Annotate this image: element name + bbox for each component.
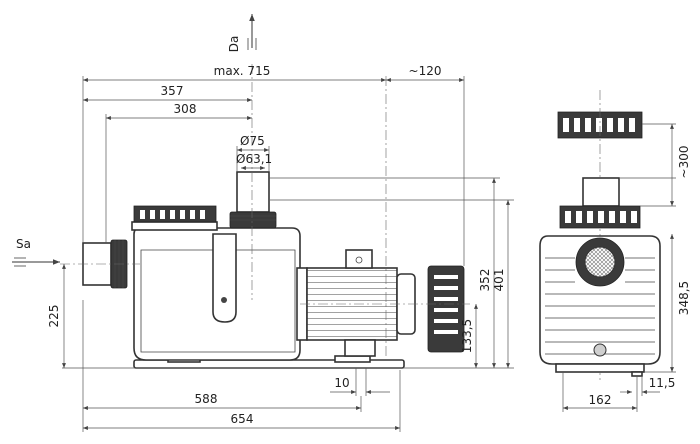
dim-foot-width: 10 [334, 376, 349, 390]
dim-suction-height: 225 [47, 305, 61, 328]
pump-front-view: Da Sa [12, 14, 470, 369]
dim-357: 357 [161, 84, 184, 98]
terminal-box [345, 249, 373, 269]
dim-base-length: 654 [231, 412, 254, 426]
dim-motor-axis-height: 133,5 [460, 319, 474, 353]
pump-side-view [539, 90, 661, 380]
side-housing [539, 235, 661, 365]
side-dimensions: ~300 348,5 162 11,5 [562, 123, 691, 412]
dim-side-foot-slot: 11,5 [649, 376, 676, 390]
dim-side-foot-width: 162 [589, 393, 612, 407]
dim-mount-hole-spacing: 588 [195, 392, 218, 406]
side-base [555, 363, 645, 373]
suction-label: Sa [16, 237, 31, 251]
dim-outlet-outer: Ø75 [240, 134, 265, 148]
front-dimensions: max. 715 ~120 357 308 Ø75 Ø63,1 225 133,… [47, 64, 514, 432]
dim-total-height: 401 [492, 269, 506, 292]
strainer-recess [212, 233, 237, 323]
side-inlet-strainer [584, 246, 616, 278]
discharge-pipe [236, 171, 270, 213]
dim-motor-overhang: ~120 [409, 64, 442, 78]
dim-lid-clearance: ~300 [677, 146, 691, 179]
dim-outlet-inner: Ø63,1 [236, 152, 272, 166]
side-drain-plug [593, 343, 607, 357]
dim-side-height: 348,5 [677, 281, 691, 315]
drain-screw [221, 297, 227, 303]
dim-max-length: max. 715 [214, 64, 271, 78]
base-foot-right [334, 355, 371, 363]
side-discharge-pipe [582, 177, 620, 207]
dim-outlet-height: 352 [478, 269, 492, 292]
strainer-lid-ring [131, 221, 218, 231]
dim-308: 308 [174, 102, 197, 116]
motor-foot [344, 339, 376, 357]
discharge-label: Da [227, 36, 241, 53]
